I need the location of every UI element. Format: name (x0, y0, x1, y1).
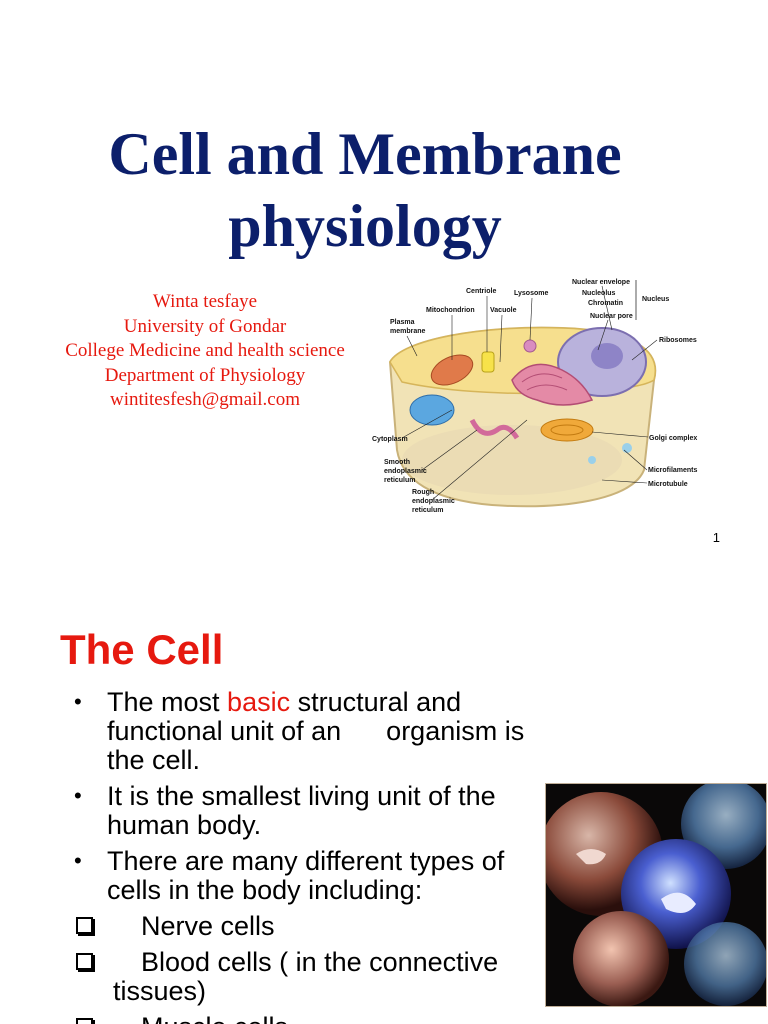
checkbox-item-line2: tissues) (113, 976, 207, 1006)
label-golgi-complex: Golgi complex (649, 435, 697, 442)
checkbox-item: Nerve cells (74, 912, 549, 941)
label-rough-endoplasmic: endoplasmic (412, 498, 455, 505)
label-microtubule: Microtubule (648, 481, 688, 488)
label-smooth-reticulum: reticulum (384, 477, 416, 484)
highlighted-word: basic (227, 687, 291, 717)
checkbox-item: Muscle cells (74, 1013, 549, 1024)
label-rough: Rough (412, 489, 434, 496)
title-line-1: Cell and Membrane (108, 121, 622, 187)
label-smooth: Smooth (384, 459, 410, 466)
label-plasma: Plasma (390, 319, 415, 326)
label-nucleolus: Nucleolus (582, 290, 616, 297)
label-lysosome: Lysosome (514, 290, 548, 297)
animal-cell-diagram: Nuclear envelope Nucleolus Chromatin Nuc… (372, 279, 698, 514)
label-centriole: Centriole (466, 288, 496, 295)
slide-title: Cell and Membrane physiology (0, 118, 730, 262)
bullet-item: The most basic structural and functional… (74, 687, 549, 775)
bullet-text-post: structural and functional unit of an org… (107, 687, 532, 775)
author-email: wintitesfesh@gmail.com (109, 389, 301, 410)
label-cytoplasm: Cytoplasm (372, 436, 408, 443)
label-smooth-endoplasmic: endoplasmic (384, 468, 427, 475)
the-cell-slide: The Cell The most basic structural and f… (0, 576, 768, 1024)
bullet-list: The most basic structural and functional… (74, 687, 549, 1024)
cells-photo (545, 783, 767, 1007)
bullet-item: It is the smallest living unit of the hu… (74, 781, 549, 840)
title-slide: Cell and Membrane physiology Winta tesfa… (0, 118, 730, 545)
author-name: Winta tesfaye (152, 291, 258, 312)
label-nuclear-pore: Nuclear pore (590, 313, 633, 320)
label-nucleus: Nucleus (642, 296, 669, 303)
page-number: 1 (712, 530, 720, 545)
author-college: College Medicine and health science (65, 340, 345, 361)
checkbox-item-line1: Blood cells ( in the connective (141, 947, 499, 977)
label-nuclear-envelope: Nuclear envelope (572, 279, 630, 286)
label-chromatin: Chromatin (588, 300, 623, 307)
label-vacuole: Vacuole (490, 307, 517, 314)
slide-heading: The Cell (60, 626, 224, 673)
label-mitochondrion: Mitochondrion (426, 307, 475, 314)
checkbox-item: Blood cells ( in the connective tissues) (74, 948, 549, 1006)
author-department: Department of Physiology (104, 364, 306, 386)
label-rough-reticulum: reticulum (412, 507, 444, 514)
bullet-item: There are many different types of cells … (74, 846, 549, 905)
author-info: Winta tesfaye University of Gondar Colle… (40, 290, 370, 413)
label-microfilaments: Microfilaments (648, 467, 698, 474)
label-membrane: membrane (390, 328, 426, 335)
author-university: University of Gondar (123, 315, 287, 337)
label-ribosomes: Ribosomes (659, 337, 697, 344)
bullet-text-pre: The most (107, 687, 228, 717)
title-line-2: physiology (228, 193, 502, 259)
